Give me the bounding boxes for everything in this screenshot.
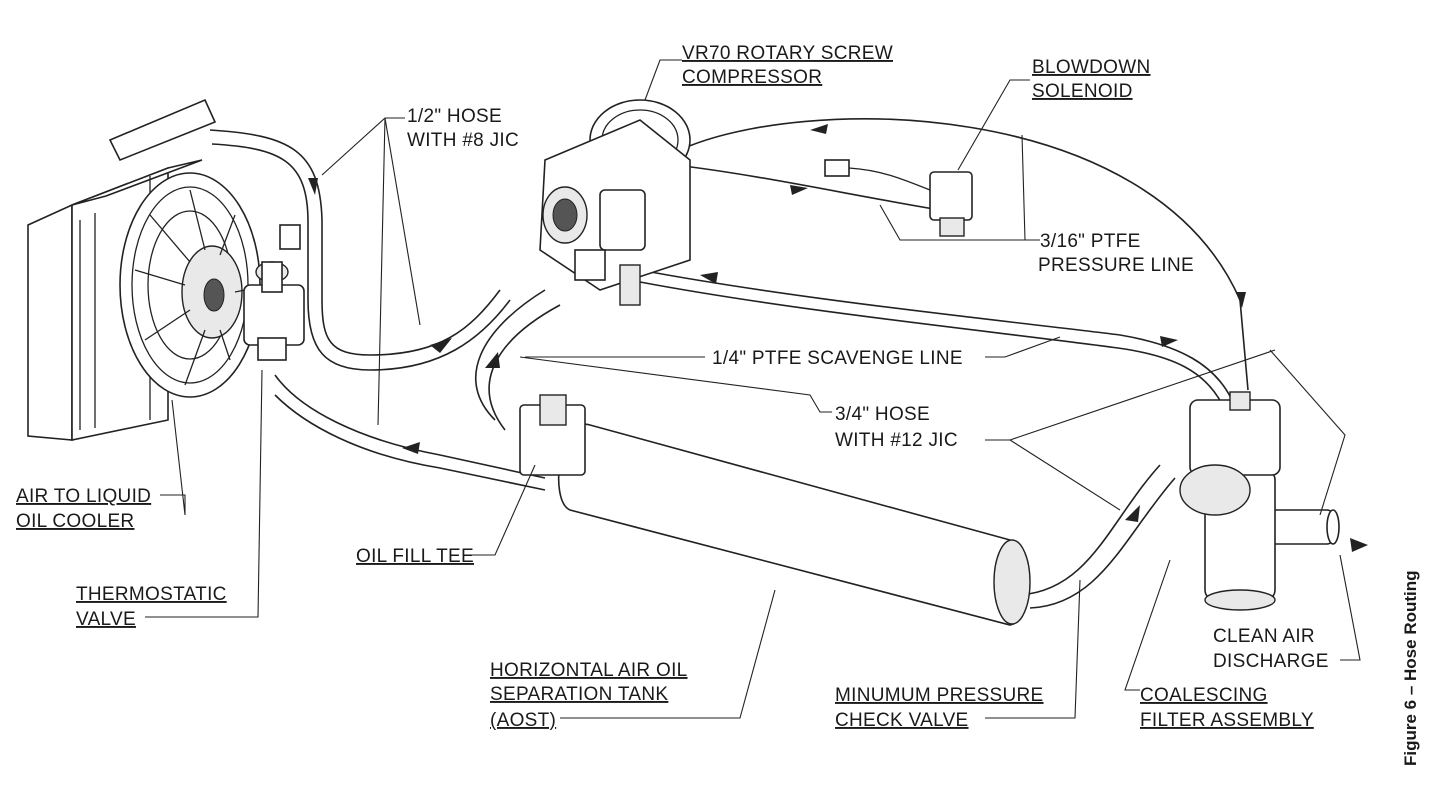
label-three-quarter-hose-line1: 3/4" HOSE xyxy=(835,404,930,425)
label-clean-air-line1: CLEAN AIR xyxy=(1213,626,1315,647)
separation-tank xyxy=(519,394,1031,626)
label-coalescing-line2: FILTER ASSEMBLY xyxy=(1140,710,1314,731)
label-thermostatic-line2: VALVE xyxy=(76,609,136,630)
figure-caption: Figure 6 – Hose Routing xyxy=(1401,570,1420,766)
label-thermostatic-line1: THERMOSTATIC xyxy=(76,584,227,605)
label-three-quarter-hose-line2: WITH #12 JIC xyxy=(835,430,958,451)
label-ptfe-pressure-line1: 3/16" PTFE xyxy=(1040,231,1141,252)
label-ptfe-pressure-line2: PRESSURE LINE xyxy=(1038,255,1194,276)
label-oil-fill-tee: OIL FILL TEE xyxy=(356,546,474,567)
label-compressor-line2: COMPRESSOR xyxy=(682,67,822,88)
fan-blades xyxy=(134,189,246,386)
label-coalescing-line1: COALESCING xyxy=(1140,685,1268,706)
label-blowdown-line1: BLOWDOWN xyxy=(1032,57,1151,78)
labels: VR70 ROTARY SCREW COMPRESSOR BLOWDOWN SO… xyxy=(16,43,1420,766)
label-cooler-line1: AIR TO LIQUID xyxy=(16,486,151,507)
label-compressor-line1: VR70 ROTARY SCREW xyxy=(682,43,893,64)
label-half-hose-line2: WITH #8 JIC xyxy=(407,130,519,151)
label-aost-line2: SEPARATION TANK xyxy=(490,684,668,705)
label-min-pressure-line2: CHECK VALVE xyxy=(835,710,969,731)
label-half-hose-line1: 1/2" HOSE xyxy=(407,106,502,127)
label-clean-air-line2: DISCHARGE xyxy=(1213,651,1329,672)
label-blowdown-line2: SOLENOID xyxy=(1032,81,1133,102)
thermostatic-valve xyxy=(243,224,305,361)
label-cooler-line2: OIL COOLER xyxy=(16,511,134,532)
label-aost-line1: HORIZONTAL AIR OIL xyxy=(490,660,688,681)
leader-lines xyxy=(145,59,1361,719)
label-min-pressure-line1: MINUMUM PRESSURE xyxy=(835,685,1044,706)
coalescing-filter xyxy=(1179,391,1281,611)
blowdown-solenoid xyxy=(824,159,973,237)
oil-cooler xyxy=(27,98,261,441)
label-aost-line3: (AOST) xyxy=(490,710,556,731)
flow-arrows xyxy=(308,124,1368,552)
label-scavenge: 1/4" PTFE SCAVENGE LINE xyxy=(712,348,963,369)
compressor xyxy=(539,99,691,306)
